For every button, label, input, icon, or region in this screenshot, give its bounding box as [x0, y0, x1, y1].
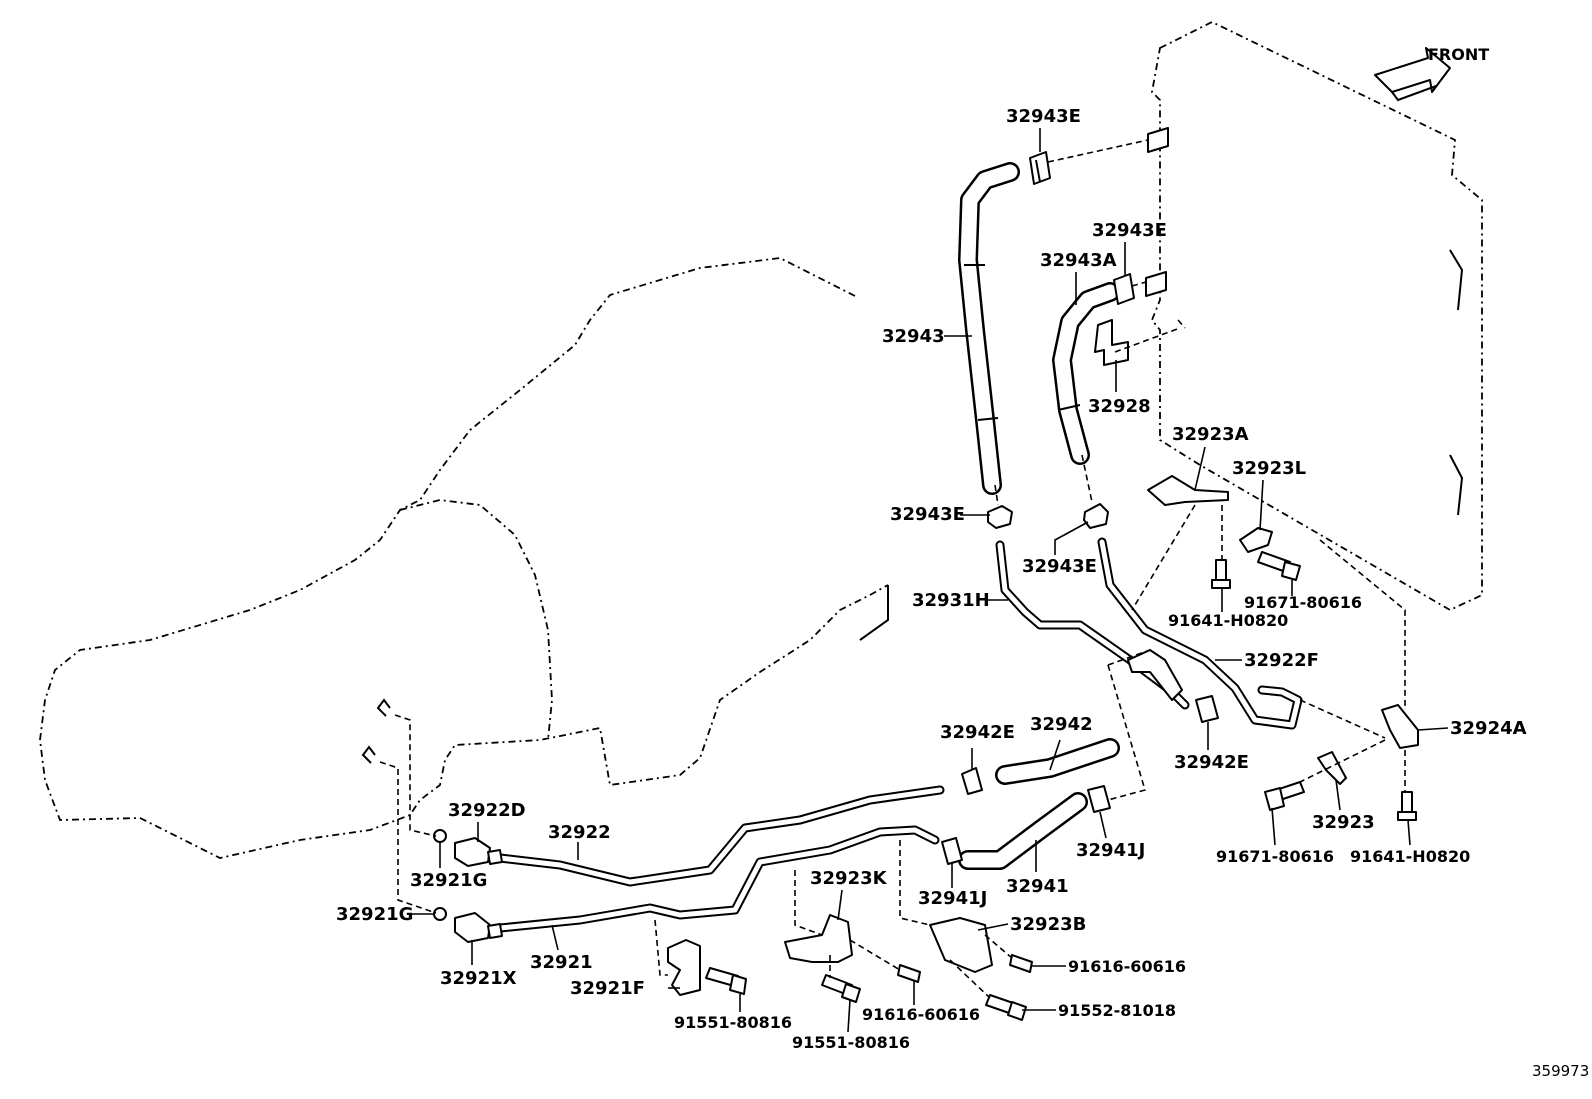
label-91616-60616-a: 91616-60616: [1068, 957, 1186, 976]
hook-clip-lower: [361, 745, 376, 764]
transmission-bellhousing: [399, 499, 553, 741]
bolt-91641-H0820-b: [1397, 791, 1417, 821]
bracket-32931H-clip: [1127, 649, 1183, 701]
label-32921F: 32921F: [570, 978, 645, 999]
label-91551-80816-a: 91551-80816: [674, 1013, 792, 1032]
radiator-outline: [1150, 20, 1483, 612]
label-32943: 32943: [882, 326, 945, 347]
bolt-91551-80816-b: [821, 974, 861, 1003]
bracket-32923A: [1147, 475, 1229, 506]
bracket-32923B: [929, 917, 993, 973]
bolt-91641-H0820-a: [1211, 559, 1231, 589]
gasket-32921G-b: [433, 907, 447, 921]
clamp-32942E-left: [961, 767, 983, 795]
bolt-91671-80616-b: [1264, 781, 1305, 811]
label-32943E-low: 32943E: [1022, 556, 1097, 577]
bolt-91616-60616-b: [897, 964, 921, 983]
reference-number: 359973: [1532, 1062, 1589, 1080]
radiator-edge-mark: [1449, 454, 1464, 516]
fitting-32921X: [454, 912, 503, 943]
label-32921: 32921: [530, 952, 593, 973]
label-91641-H0820-a: 91641-H0820: [1168, 611, 1288, 630]
clamp-32943E-top: [1029, 151, 1051, 185]
clamp-32941J-right: [1087, 785, 1111, 813]
bracket-32921F: [667, 939, 701, 996]
label-32942E-right: 32942E: [1174, 752, 1249, 773]
label-91671-80616-a: 91671-80616: [1244, 593, 1362, 612]
label-32921G-b: 32921G: [336, 904, 413, 925]
clamp-32943E-mid: [1113, 273, 1135, 305]
label-32922D: 32922D: [448, 800, 526, 821]
bracket-32923L: [1239, 527, 1273, 553]
part-labels: 32943E 32943E 32943A 32943 32928 32923A …: [336, 106, 1527, 1052]
label-32928: 32928: [1088, 396, 1151, 417]
transmission-outline: [39, 257, 889, 859]
transmission-outline-solid: [859, 585, 889, 641]
label-32941J-mid: 32941J: [918, 888, 987, 909]
label-32923K: 32923K: [810, 868, 888, 889]
bolt-91551-80816-a: [705, 967, 747, 995]
radiator-upper-port: [1147, 127, 1169, 153]
label-91551-80816-b: 91551-80816: [792, 1033, 910, 1052]
bracket-32923: [1317, 751, 1347, 785]
front-arrow-icon: [1374, 47, 1451, 102]
label-91616-60616-b: 91616-60616: [862, 1005, 980, 1024]
label-91552-81018: 91552-81018: [1058, 1001, 1176, 1020]
label-32923L: 32923L: [1232, 458, 1306, 479]
pipe-32922F: [1097, 537, 1303, 730]
label-32931H: 32931H: [912, 590, 990, 611]
front-label: FRONT: [1428, 45, 1489, 64]
bracket-32924A: [1381, 704, 1419, 749]
label-32923: 32923: [1312, 812, 1375, 833]
label-32922F: 32922F: [1244, 650, 1319, 671]
clamp-32943E-low: [1083, 503, 1109, 529]
label-32941J-right: 32941J: [1076, 840, 1145, 861]
label-32923A: 32923A: [1172, 424, 1249, 445]
label-32941: 32941: [1006, 876, 1069, 897]
label-32942E-left: 32942E: [940, 722, 1015, 743]
label-32943E-mid: 32943E: [1092, 220, 1167, 241]
radiator-edge-mark: [1449, 249, 1464, 311]
label-32922: 32922: [548, 822, 611, 843]
clamp-32941J-mid: [941, 837, 963, 865]
hook-clip-upper: [376, 698, 391, 717]
fitting-32922D: [454, 837, 503, 867]
bolt-91616-60616-a: [1009, 954, 1033, 973]
radiator-lower-port: [1145, 271, 1167, 297]
label-32921X: 32921X: [440, 968, 517, 989]
label-32943A: 32943A: [1040, 250, 1117, 271]
label-32921G-a: 32921G: [410, 870, 487, 891]
clamp-32943E-left: [987, 505, 1013, 529]
bolt-91552-81018: [985, 994, 1027, 1021]
label-32923B: 32923B: [1010, 914, 1086, 935]
label-32924A: 32924A: [1450, 718, 1527, 739]
label-91641-H0820-b: 91641-H0820: [1350, 847, 1470, 866]
label-91671-80616-b: 91671-80616: [1216, 847, 1334, 866]
label-32942: 32942: [1030, 714, 1093, 735]
bolt-91671-80616-a: [1257, 551, 1301, 581]
bracket-32923K: [784, 914, 853, 963]
bracket-32928: [1094, 319, 1129, 366]
clamp-32942E-right: [1195, 695, 1219, 723]
label-32943E-top: 32943E: [1006, 106, 1081, 127]
label-32943E-left: 32943E: [890, 504, 965, 525]
